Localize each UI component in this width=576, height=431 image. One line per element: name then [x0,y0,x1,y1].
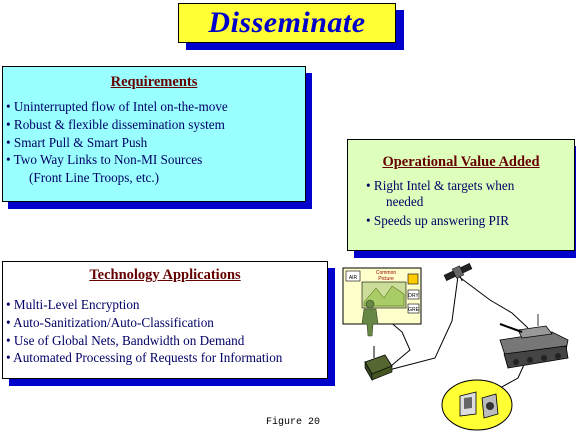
screen-label: Picture [378,276,394,282]
screen-label: DRY [408,293,419,299]
title-banner: Disseminate [178,3,396,43]
technology-heading: Technology Applications [89,267,241,283]
operational-list: • Right Intel & targets when needed • Sp… [366,178,514,229]
screen-label: GRE [408,307,420,313]
operational-heading: Operational Value Added [382,154,540,170]
page-title: Disseminate [208,6,366,39]
list-item: • Auto-Sanitization/Auto-Classification [6,314,214,330]
list-item: • Uninterrupted flow of Intel on-the-mov… [6,99,228,114]
list-item: • Robust & flexible dissemination system [6,116,225,132]
list-item: • Automated Processing of Requests for I… [6,350,283,366]
comm-links [384,275,529,399]
requirements-heading: Requirements [110,74,198,90]
list-item: (Front Line Troops, etc.) [29,170,160,186]
tank-icon [499,314,569,369]
network-illustration: AIR Common Picture DRY GRE [342,263,569,431]
list-item: • Use of Global Nets, Bandwidth on Deman… [6,332,245,348]
list-item: • Speeds up answering PIR [366,213,510,228]
list-item: needed [386,193,424,209]
satellite-icon [443,263,473,282]
screen-label: AIR [349,275,358,281]
list-item: • Two Way Links to Non-MI Sources [6,152,203,168]
list-item: • Smart Pull & Smart Push [6,134,148,150]
screen-label: Common [376,270,397,276]
operational-box: Operational Value Added • Right Intel & … [347,139,575,251]
workstation-display: AIR Common Picture DRY GRE [342,267,422,325]
technology-list: • Multi-Level Encryption • Auto-Sanitiza… [6,296,282,367]
list-item: • Multi-Level Encryption [6,297,140,312]
technology-box: Technology Applications • Multi-Level En… [2,261,328,379]
radio-terminal-icon [364,346,393,382]
list-item: • Right Intel & targets when [366,178,515,193]
handheld-terminal-icon [441,379,513,431]
figure-caption: Figure 20 [266,417,321,428]
requirements-list: • Uninterrupted flow of Intel on-the-mov… [6,98,228,187]
soldier-icon [361,299,379,337]
requirements-box: Requirements • Uninterrupted flow of Int… [2,66,306,202]
